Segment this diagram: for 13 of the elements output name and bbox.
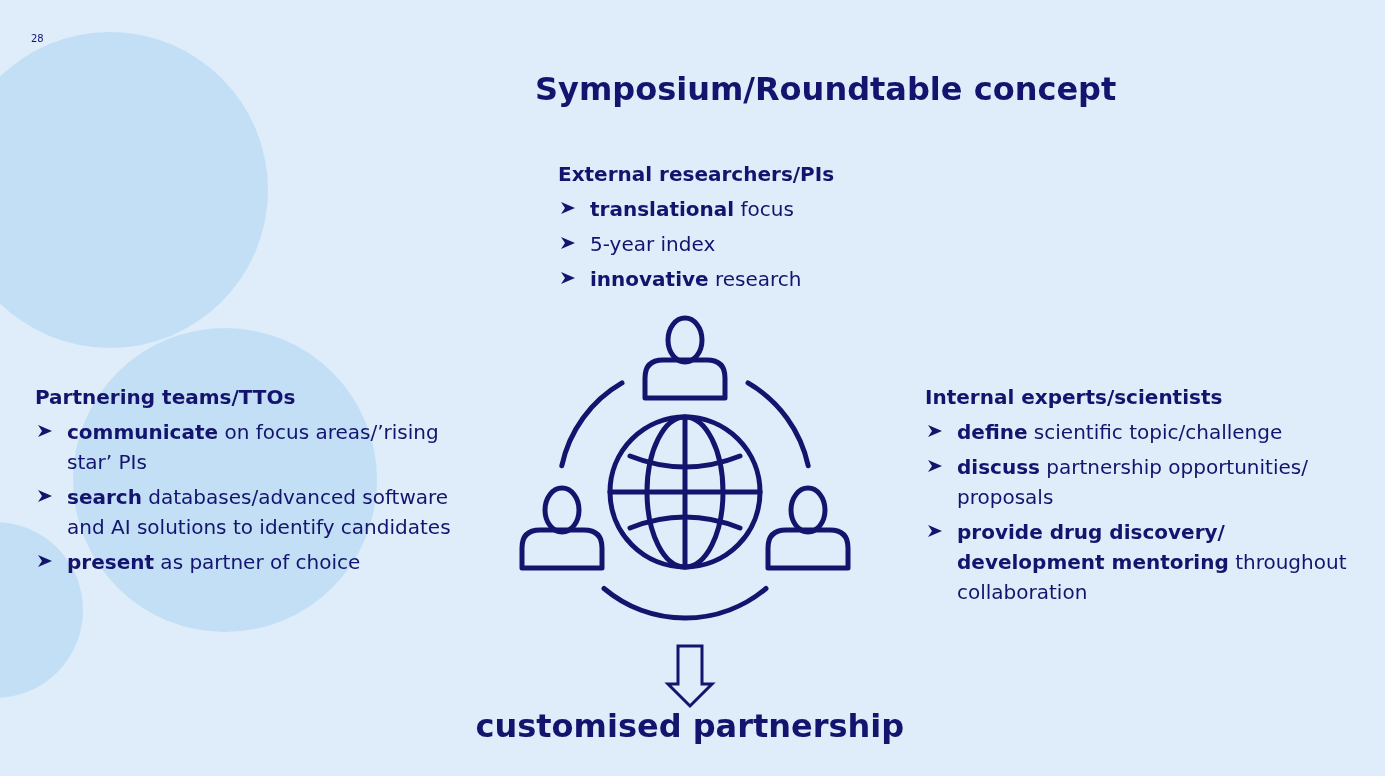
bullet-text: present as partner of choice (67, 549, 361, 576)
section-heading: Internal experts/scientists (925, 384, 1223, 411)
result-text: customised partnership (475, 706, 905, 746)
slide-title: Symposium/Roundtable concept (535, 70, 1117, 108)
bullet-text: provide drug discovery/ development mentoring throughout collaboration (957, 519, 1348, 606)
hollow-down-arrow (664, 644, 716, 709)
bullet-text: define scientific topic/challenge (957, 419, 1283, 446)
bullet-text: innovative research (590, 266, 802, 293)
bullet-text: translational focus (590, 196, 794, 223)
section-heading: Partnering teams/TTOs (35, 384, 296, 411)
bullet-text: 5-year index (590, 231, 716, 258)
section-heading: External researchers/PIs (558, 161, 835, 188)
page-number: 28 (31, 33, 44, 44)
